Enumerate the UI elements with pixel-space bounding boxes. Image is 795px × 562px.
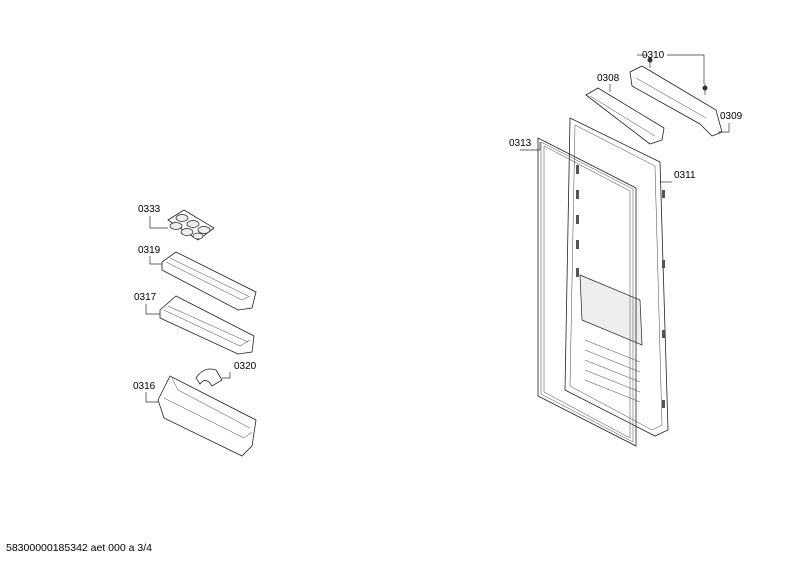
label-0316: 0316 (133, 381, 156, 392)
hinge-bracket-0309[interactable] (629, 65, 723, 137)
label-0310: 0310 (642, 50, 665, 61)
label-0313: 0313 (509, 138, 532, 149)
label-0309: 0309 (720, 111, 743, 122)
label-0333: 0333 (138, 204, 161, 215)
label-0320: 0320 (234, 361, 257, 372)
door-liner-0311[interactable] (564, 117, 669, 437)
door-gasket-0313[interactable] (537, 137, 637, 447)
label-0308: 0308 (597, 73, 620, 84)
bracket-0320[interactable] (195, 368, 223, 387)
screw-0310-left[interactable] (647, 57, 653, 68)
document-code: 58300000185342 aet 000 a 3/4 (6, 542, 152, 554)
screw-0310-right[interactable] (702, 84, 708, 95)
label-0317: 0317 (134, 292, 157, 303)
label-0311: 0311 (674, 170, 696, 181)
label-0319: 0319 (138, 245, 161, 256)
egg-tray-0333[interactable] (167, 209, 215, 241)
bottle-shelf-0316[interactable] (157, 375, 257, 457)
door-shelf-0317[interactable] (159, 295, 255, 355)
leader-lines (145, 54, 730, 403)
cover-0308[interactable] (585, 87, 665, 145)
door-shelf-0319[interactable] (161, 251, 257, 311)
